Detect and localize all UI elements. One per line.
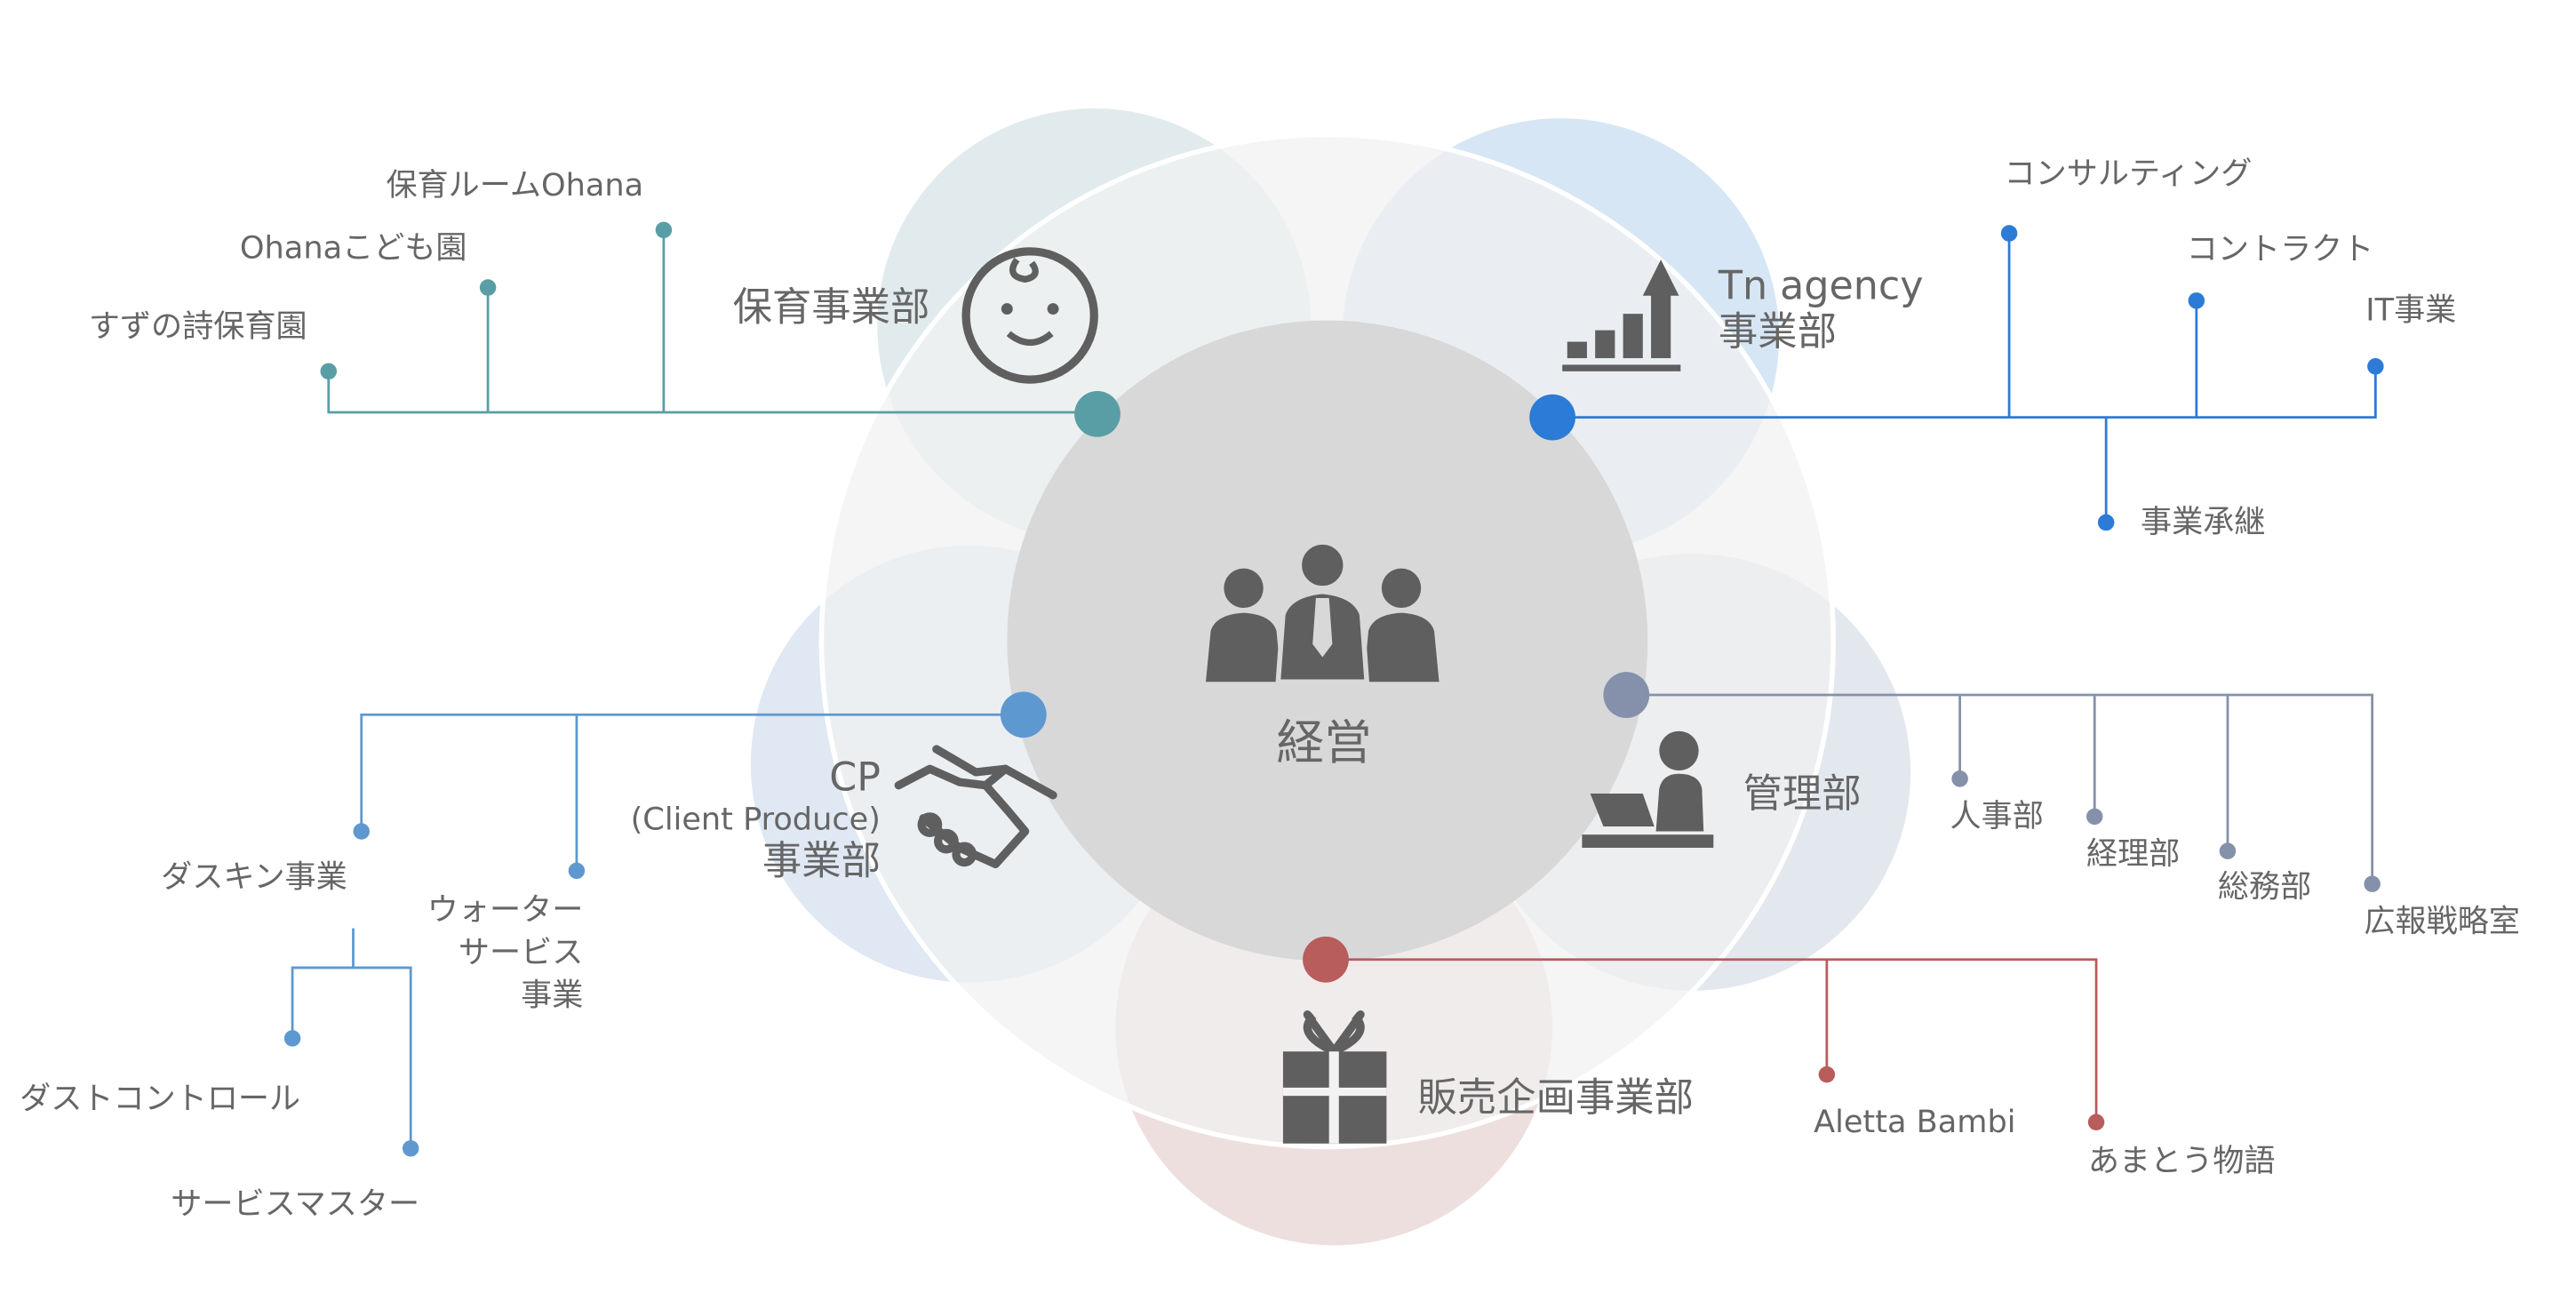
hoiku-item-label: Ohanaこども園: [240, 229, 467, 266]
cp-division-name-line3: 事業部: [762, 839, 881, 884]
tn-item-label: 事業承継: [2141, 504, 2265, 540]
tn-item-label: コントラクト: [2187, 231, 2374, 267]
kanri-item-label: 広報戦略室: [2364, 903, 2520, 939]
kanri-hub-node: [1603, 672, 1650, 718]
gift-box-icon: [1282, 1010, 1387, 1144]
cp-leaf-node: [283, 1030, 301, 1047]
baby-face-icon: [961, 247, 1098, 384]
kanri-leaf-node: [1951, 770, 1968, 787]
cp-division-name-line1: CP: [829, 754, 881, 800]
kanri-leaf-node: [2364, 875, 2381, 892]
cp-connectors: [291, 713, 1024, 1149]
hanbai-hub-node: [1303, 936, 1349, 983]
tn-hub-node: [1529, 394, 1575, 441]
hanbai-leaf-node: [1818, 1066, 1836, 1083]
cp-item-water-line1: ウォーター: [427, 891, 584, 928]
tn-connectors: [1552, 233, 2377, 523]
cp-leaf-node: [568, 862, 586, 880]
cp-division-name-line2: (Client Produce): [631, 802, 881, 838]
tn-item-label: IT事業: [2365, 292, 2456, 329]
tn-division-name-line2: 事業部: [1719, 309, 1837, 355]
kanri-item-label: 人事部: [1950, 798, 2044, 834]
cp-leaf-node: [353, 823, 370, 840]
cp-hub-node: [1000, 691, 1047, 738]
hoiku-connectors: [327, 229, 1097, 414]
hoiku-hub-node: [1074, 391, 1121, 437]
cp-item-dust-control: ダストコントロール: [20, 1081, 300, 1117]
hanbai-leaf-node: [2087, 1113, 2105, 1130]
growth-chart-icon: [1562, 259, 1681, 371]
tn-item-label: コンサルティング: [2005, 156, 2253, 192]
executives-icon: [1206, 539, 1440, 685]
tn-leaf-node: [2000, 225, 2018, 242]
kanri-connectors: [1626, 693, 2374, 884]
tn-division-name-line1: Tn agency: [1718, 263, 1924, 308]
cp-item-water-line3: 事業: [521, 977, 583, 1013]
cp-leaf-node: [402, 1140, 419, 1157]
hanbai-item-label: あまとう物語: [2088, 1143, 2276, 1179]
center-label: 経営: [1277, 714, 1372, 770]
hoiku-division-name: 保育事業部: [733, 285, 930, 331]
tn-leaf-node: [2367, 358, 2384, 375]
hanbai-connectors: [1325, 958, 2098, 1122]
hoiku-item-label: 保育ルームOhana: [386, 167, 643, 204]
tn-leaf-node: [2097, 514, 2115, 531]
kanri-leaf-node: [2086, 808, 2103, 826]
handshake-icon: [894, 745, 1057, 869]
office-worker-icon: [1582, 730, 1714, 848]
kanri-item-label: 経理部: [2086, 835, 2180, 872]
kanri-division-name: 管理部: [1743, 771, 1862, 817]
hoiku-leaf-node: [479, 279, 497, 296]
hanbai-item-label: Aletta Bambi: [1814, 1104, 2015, 1140]
cp-item-duskin: ダスキン事業: [161, 858, 347, 895]
cp-item-service-master: サービスマスター: [171, 1185, 419, 1222]
hoiku-item-label: すずの詩保育園: [89, 308, 307, 345]
kanri-item-label: 総務部: [2218, 868, 2311, 905]
kanri-leaf-node: [2219, 842, 2237, 859]
cp-item-water-line2: サービス: [459, 934, 583, 970]
hoiku-leaf-node: [320, 363, 338, 380]
hanbai-division-name: 販売企画事業部: [1418, 1075, 1695, 1121]
hoiku-leaf-node: [655, 221, 673, 239]
tn-leaf-node: [2188, 292, 2205, 309]
